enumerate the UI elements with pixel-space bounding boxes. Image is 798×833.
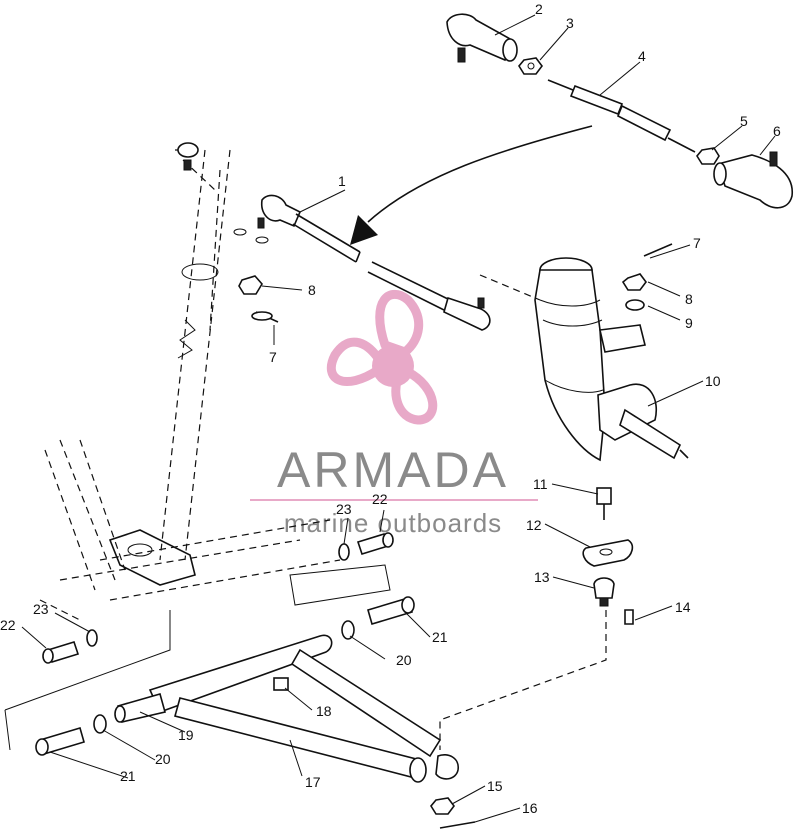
callout-21-left: 21 bbox=[120, 768, 136, 784]
a-arm-17 bbox=[148, 634, 459, 783]
callout-17: 17 bbox=[305, 774, 321, 790]
bushing-21-right bbox=[367, 596, 415, 625]
tie-rod-end-2 bbox=[446, 13, 518, 63]
nut-3 bbox=[518, 57, 543, 75]
callout-20-right: 20 bbox=[396, 652, 412, 668]
propeller-icon bbox=[326, 290, 438, 425]
callout-13: 13 bbox=[534, 569, 550, 585]
callout-8-right: 8 bbox=[685, 291, 693, 307]
propeller-hub bbox=[372, 345, 414, 387]
callout-3: 3 bbox=[566, 15, 574, 31]
washer-23-right bbox=[338, 543, 350, 561]
watermark-tagline: marine outboards bbox=[284, 508, 502, 538]
grease-fitting-18 bbox=[273, 677, 289, 691]
nut-5 bbox=[696, 147, 720, 165]
callout-12: 12 bbox=[526, 517, 542, 533]
washer-23-left bbox=[86, 629, 98, 647]
bushing-21-left bbox=[35, 727, 85, 756]
left-hardware bbox=[233, 228, 279, 323]
callout-labels: 1 2 3 4 5 6 7 7 8 8 9 10 11 12 13 14 15 … bbox=[0, 1, 781, 816]
callout-9: 9 bbox=[685, 315, 693, 331]
callout-14: 14 bbox=[675, 599, 691, 615]
callout-6: 6 bbox=[773, 123, 781, 139]
right-hardware bbox=[621, 243, 673, 311]
callout-11: 11 bbox=[533, 476, 548, 492]
callout-23-left: 23 bbox=[33, 601, 49, 617]
washer-20-right bbox=[341, 620, 355, 640]
bolt-22-left bbox=[42, 641, 80, 664]
steering-post bbox=[159, 142, 231, 561]
callout-7-left: 7 bbox=[269, 349, 277, 365]
watermark-brand: ARMADA bbox=[277, 442, 509, 498]
callout-2: 2 bbox=[535, 1, 543, 17]
callout-5: 5 bbox=[740, 113, 748, 129]
assembly-arrow bbox=[350, 125, 593, 245]
bushing-19 bbox=[114, 693, 166, 723]
washer-20-left bbox=[93, 714, 107, 734]
callout-15: 15 bbox=[487, 778, 503, 794]
callout-21-right: 21 bbox=[432, 629, 448, 645]
nut-15-pin-16 bbox=[430, 797, 476, 829]
callout-18: 18 bbox=[316, 703, 332, 719]
watermark-logo: ARMADA marine outboards bbox=[250, 290, 538, 538]
tie-rod-1 bbox=[257, 194, 491, 331]
callout-22-right: 22 bbox=[372, 491, 388, 507]
callout-1: 1 bbox=[338, 173, 346, 189]
tie-rod-4 bbox=[547, 79, 696, 153]
frame-outline bbox=[4, 439, 391, 751]
bolt-22-right bbox=[356, 532, 394, 555]
callout-4: 4 bbox=[638, 48, 646, 64]
callout-10: 10 bbox=[705, 373, 721, 389]
callout-16: 16 bbox=[522, 800, 538, 816]
spindle-10 bbox=[479, 257, 689, 462]
callout-7-right: 7 bbox=[693, 235, 701, 251]
callout-20-left: 20 bbox=[155, 751, 171, 767]
tie-rod-end-6 bbox=[713, 151, 793, 209]
callout-22-left: 22 bbox=[0, 617, 16, 633]
ball-joint-lower bbox=[439, 487, 634, 750]
leader-lines bbox=[21, 14, 776, 823]
callout-19: 19 bbox=[178, 727, 194, 743]
callout-23-right: 23 bbox=[336, 501, 352, 517]
callout-8-left: 8 bbox=[308, 282, 316, 298]
